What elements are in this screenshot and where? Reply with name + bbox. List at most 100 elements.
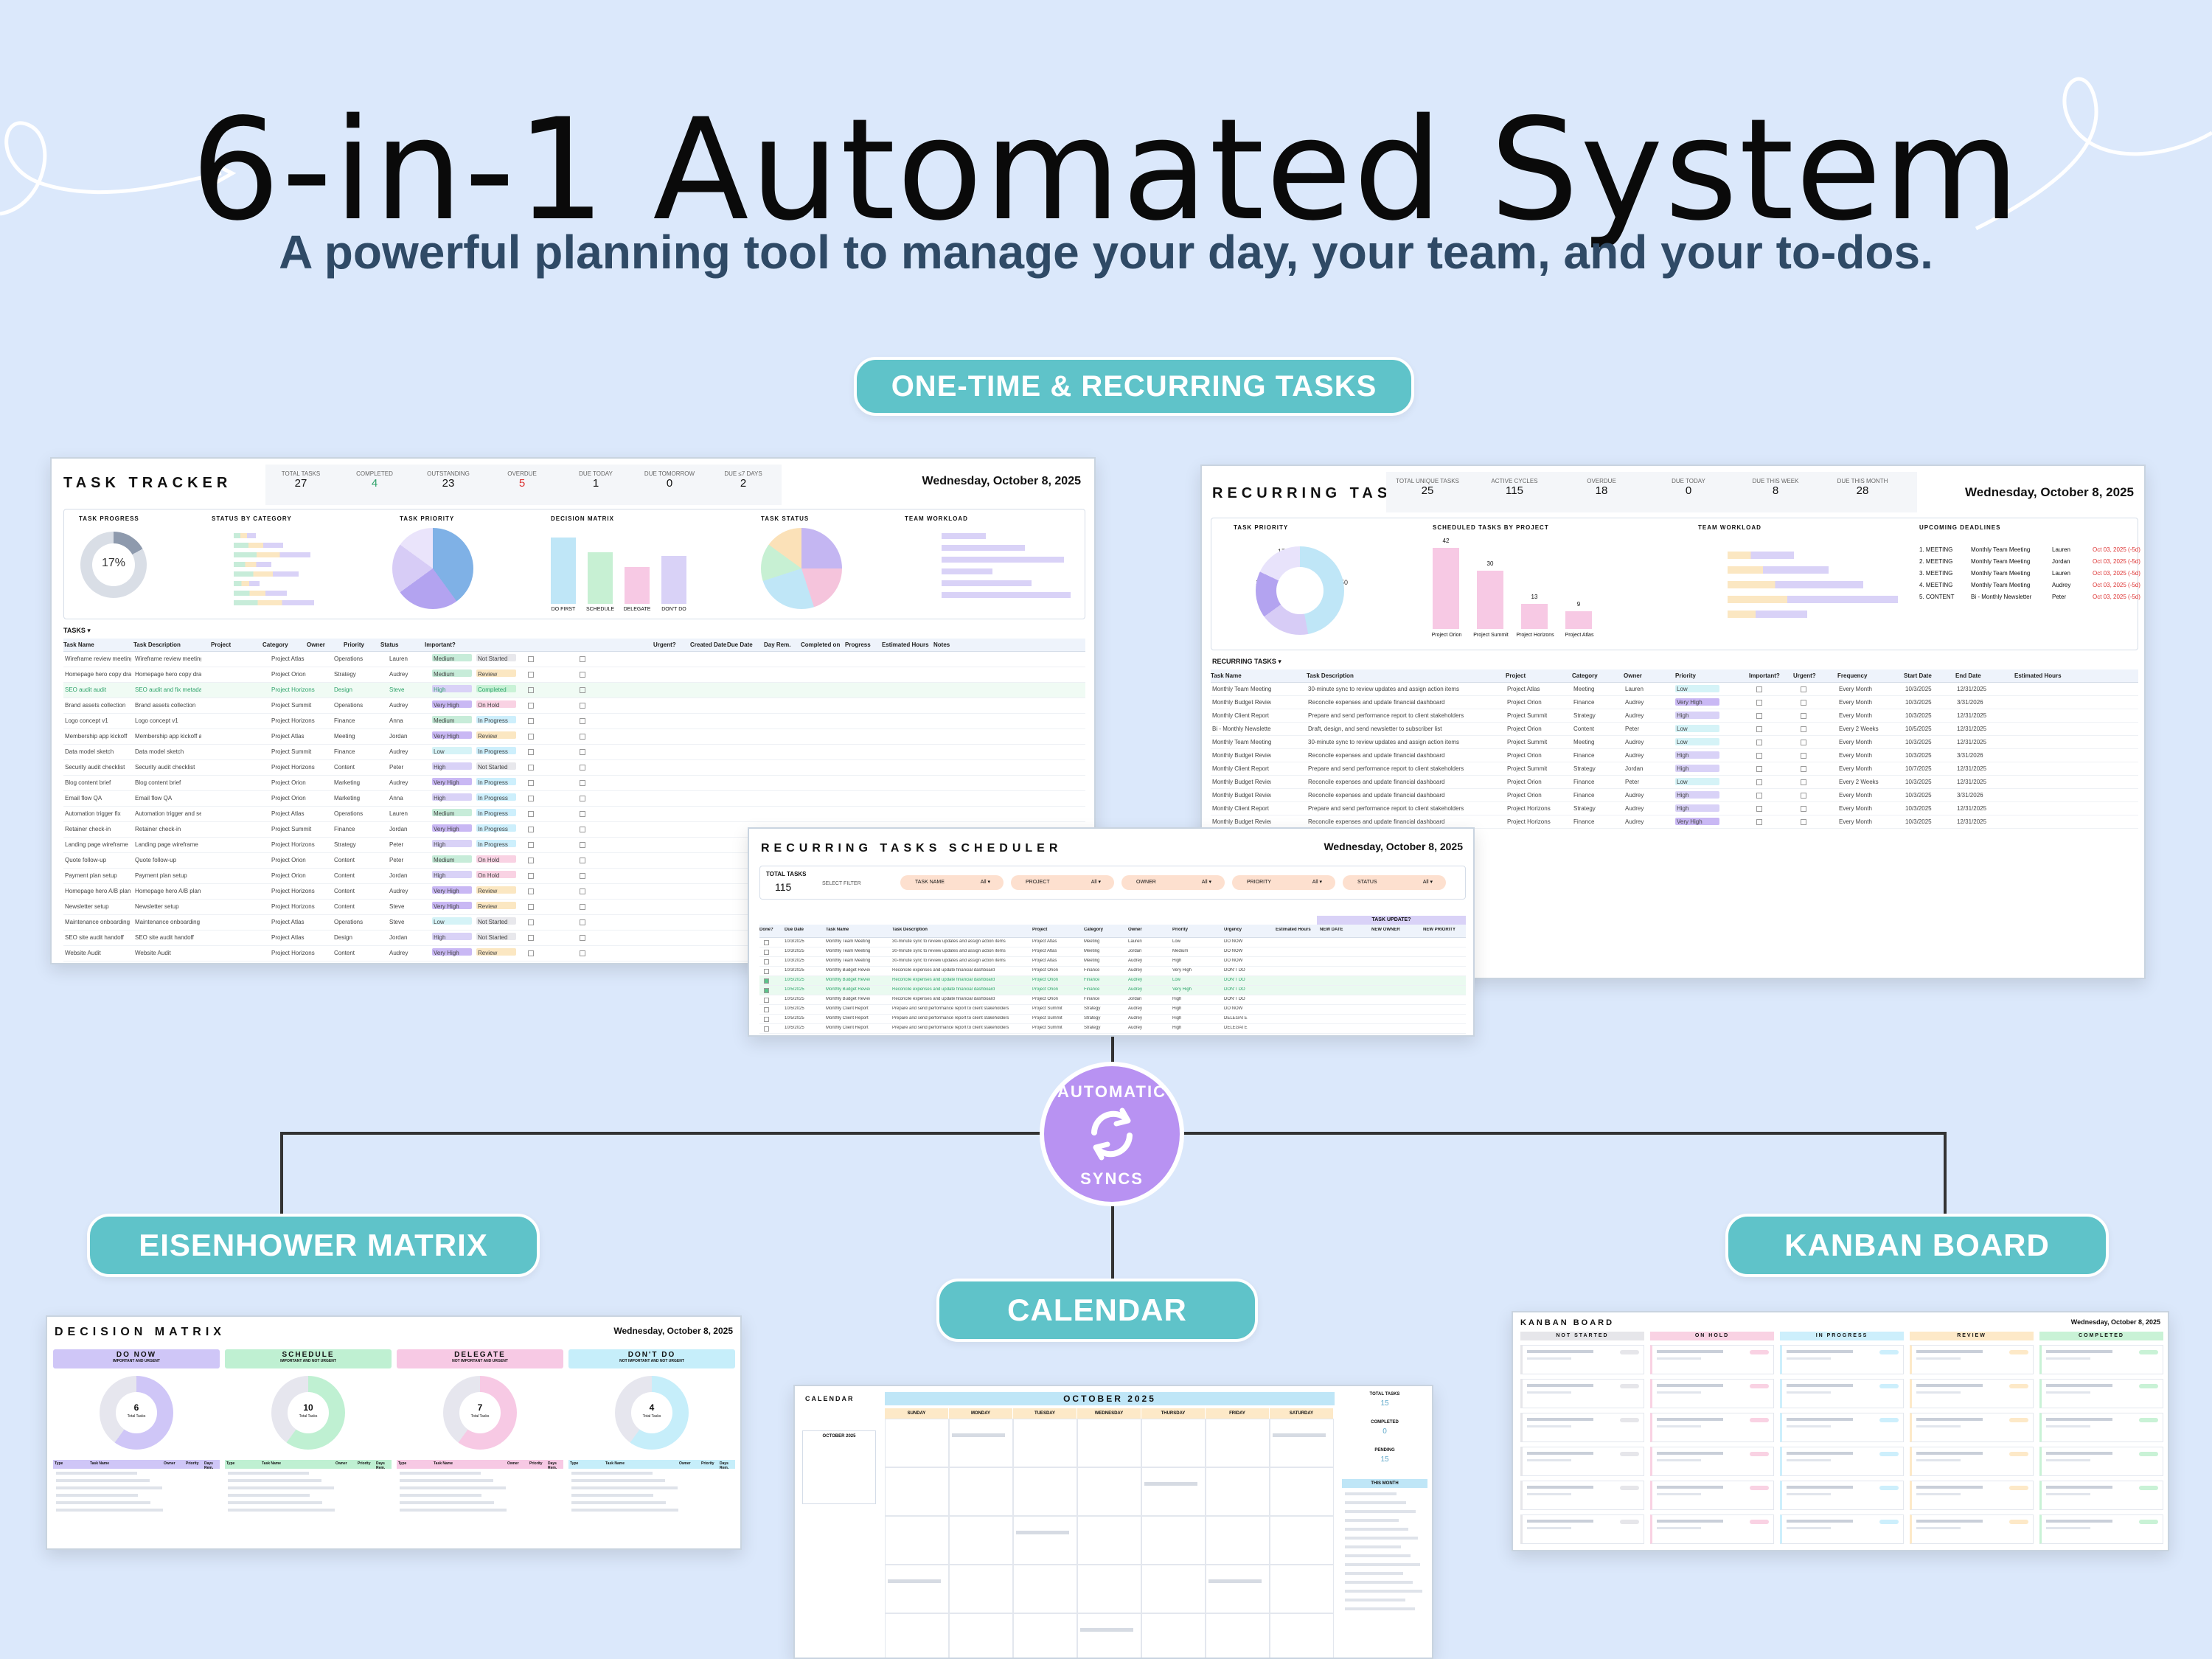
important-checkbox[interactable] xyxy=(1756,726,1762,732)
urgent-checkbox[interactable] xyxy=(580,888,585,894)
urgent-checkbox[interactable] xyxy=(580,904,585,910)
calendar-day-cell[interactable] xyxy=(1077,1516,1141,1565)
calendar-event[interactable] xyxy=(1016,1531,1069,1534)
important-checkbox[interactable] xyxy=(528,656,534,662)
done-checkbox[interactable] xyxy=(764,940,769,945)
important-checkbox[interactable] xyxy=(528,703,534,709)
calendar-day-cell[interactable] xyxy=(1013,1419,1077,1467)
calendar-day-cell[interactable] xyxy=(885,1613,949,1658)
calendar-day-cell[interactable] xyxy=(1270,1565,1334,1613)
important-checkbox[interactable] xyxy=(528,950,534,956)
urgent-checkbox[interactable] xyxy=(580,811,585,817)
important-checkbox[interactable] xyxy=(528,672,534,678)
calendar-day-cell[interactable] xyxy=(1141,1565,1206,1613)
calendar-day-cell[interactable] xyxy=(1013,1613,1077,1658)
urgent-checkbox[interactable] xyxy=(580,765,585,771)
calendar-event[interactable] xyxy=(1080,1628,1133,1632)
done-checkbox[interactable] xyxy=(764,1017,769,1022)
important-checkbox[interactable] xyxy=(1756,779,1762,785)
kanban-card[interactable] xyxy=(1780,1345,1904,1374)
kanban-card[interactable] xyxy=(1650,1413,1774,1442)
kanban-card[interactable] xyxy=(1910,1447,2034,1476)
important-checkbox[interactable] xyxy=(528,842,534,848)
tasks-tab[interactable]: TASKS ▾ xyxy=(63,627,91,634)
done-checkbox[interactable] xyxy=(764,1026,769,1032)
kanban-card[interactable] xyxy=(1520,1514,1644,1544)
urgent-checkbox[interactable] xyxy=(580,687,585,693)
calendar-day-cell[interactable] xyxy=(885,1467,949,1516)
important-checkbox[interactable] xyxy=(1756,740,1762,745)
kanban-card[interactable] xyxy=(1780,1447,1904,1476)
calendar-day-cell[interactable] xyxy=(1141,1419,1206,1467)
kanban-card[interactable] xyxy=(1520,1447,1644,1476)
urgent-checkbox[interactable] xyxy=(1801,793,1806,799)
urgent-checkbox[interactable] xyxy=(580,749,585,755)
urgent-checkbox[interactable] xyxy=(1801,686,1806,692)
important-checkbox[interactable] xyxy=(1756,819,1762,825)
calendar-day-cell[interactable] xyxy=(885,1516,949,1565)
done-checkbox[interactable] xyxy=(764,998,769,1003)
kanban-card[interactable] xyxy=(1650,1379,1774,1408)
urgent-checkbox[interactable] xyxy=(580,734,585,740)
urgent-checkbox[interactable] xyxy=(580,672,585,678)
kanban-card[interactable] xyxy=(1910,1481,2034,1510)
important-checkbox[interactable] xyxy=(528,718,534,724)
kanban-card[interactable] xyxy=(1520,1345,1644,1374)
important-checkbox[interactable] xyxy=(528,873,534,879)
kanban-card[interactable] xyxy=(1650,1345,1774,1374)
calendar-day-cell[interactable] xyxy=(949,1516,1013,1565)
important-checkbox[interactable] xyxy=(1756,713,1762,719)
calendar-day-cell[interactable] xyxy=(1270,1419,1334,1467)
calendar-day-cell[interactable] xyxy=(1077,1613,1141,1658)
important-checkbox[interactable] xyxy=(528,796,534,801)
urgent-checkbox[interactable] xyxy=(1801,726,1806,732)
important-checkbox[interactable] xyxy=(1756,806,1762,812)
kanban-card[interactable] xyxy=(2039,1379,2163,1408)
calendar-event[interactable] xyxy=(1208,1579,1262,1583)
urgent-checkbox[interactable] xyxy=(1801,806,1806,812)
kanban-card[interactable] xyxy=(1780,1514,1904,1544)
kanban-card[interactable] xyxy=(2039,1481,2163,1510)
kanban-card[interactable] xyxy=(1780,1379,1904,1408)
important-checkbox[interactable] xyxy=(528,687,534,693)
urgent-checkbox[interactable] xyxy=(580,950,585,956)
kanban-card[interactable] xyxy=(2039,1345,2163,1374)
calendar-day-cell[interactable] xyxy=(949,1467,1013,1516)
important-checkbox[interactable] xyxy=(1756,793,1762,799)
done-checkbox[interactable] xyxy=(764,969,769,974)
calendar-day-cell[interactable] xyxy=(885,1419,949,1467)
calendar-day-cell[interactable] xyxy=(1270,1516,1334,1565)
important-checkbox[interactable] xyxy=(1756,753,1762,759)
kanban-card[interactable] xyxy=(1780,1413,1904,1442)
urgent-checkbox[interactable] xyxy=(580,718,585,724)
kanban-card[interactable] xyxy=(1650,1447,1774,1476)
calendar-event[interactable] xyxy=(888,1579,941,1583)
calendar-day-cell[interactable] xyxy=(1270,1613,1334,1658)
important-checkbox[interactable] xyxy=(528,734,534,740)
urgent-checkbox[interactable] xyxy=(1801,779,1806,785)
urgent-checkbox[interactable] xyxy=(1801,819,1806,825)
important-checkbox[interactable] xyxy=(528,935,534,941)
